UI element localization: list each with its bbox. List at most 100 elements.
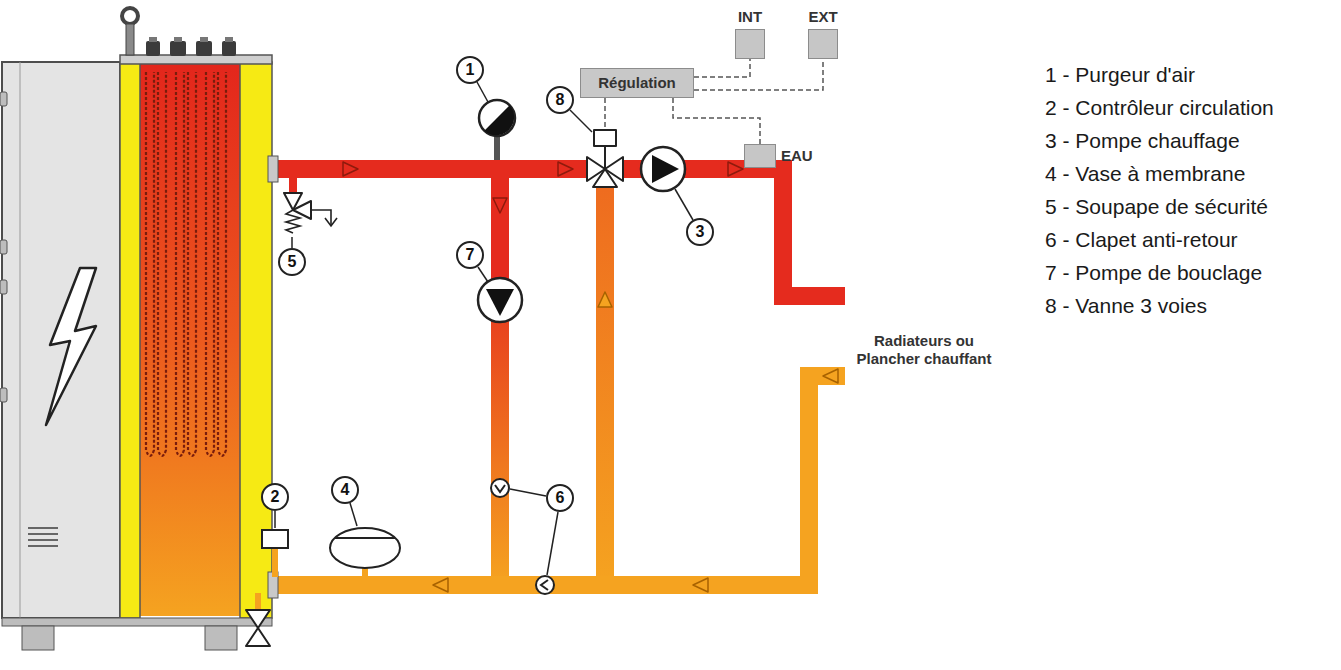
flow-arrow-part — [598, 292, 612, 307]
sensor-square — [808, 29, 838, 59]
safety-valve-part — [325, 218, 337, 226]
drain-valve-part — [246, 628, 270, 646]
air-vent-part — [494, 134, 500, 160]
check-valve-part — [541, 580, 548, 590]
boiler-cabinet-part — [0, 388, 7, 402]
callout-number: 2 — [261, 483, 289, 511]
sensor-square — [735, 29, 765, 59]
heating-pump — [641, 147, 685, 191]
boiler-cabinet-part — [28, 527, 58, 529]
three-way-valve-part — [593, 169, 617, 187]
expansion-vessel-part — [330, 528, 400, 568]
heating-pump-part — [652, 155, 679, 183]
callout-number: 1 — [456, 56, 484, 84]
safety-valve — [284, 178, 337, 233]
callout-number: 3 — [686, 218, 714, 246]
boiler-tank-part — [146, 72, 226, 456]
boiler-tank-part-part — [206, 72, 214, 456]
leader-line-part — [547, 512, 558, 575]
boiler-tank-part — [120, 62, 140, 618]
leader-line-part — [291, 237, 293, 248]
hot-pipe — [272, 160, 845, 585]
boiler-tank-part-part — [218, 72, 226, 456]
sensor-box: EAU — [744, 144, 813, 168]
boiler-tank-part-part — [158, 72, 166, 456]
boiler-cabinet-part — [20, 62, 21, 618]
flow-arrow-part — [693, 578, 708, 592]
parts-list-item: 4 - Vase à membrane — [1045, 161, 1245, 187]
check-valve — [491, 479, 554, 594]
boiler-tank-part — [126, 24, 134, 55]
hot-pipe-part — [774, 287, 845, 305]
leader-line-part — [510, 489, 546, 496]
flow-arrow-part — [728, 162, 743, 176]
callout-number: 5 — [278, 248, 306, 276]
leader-line — [275, 82, 693, 575]
safety-valve-part — [286, 210, 300, 233]
boiler-cabinet-part — [2, 62, 120, 618]
boiler-cabinet-part — [0, 240, 7, 254]
flow-controller-part — [262, 530, 288, 548]
check-valve-part — [495, 485, 505, 492]
leader-line-part — [274, 511, 276, 528]
air-vent-part — [484, 105, 514, 135]
callout-number: 6 — [546, 484, 574, 512]
boiler-tank-part — [225, 37, 233, 42]
boiler-cabinet-part — [46, 268, 96, 425]
boiler-tank-part-part — [146, 72, 154, 456]
parts-list-item: 3 - Pompe chauffage — [1045, 128, 1240, 154]
check-valve-part — [491, 479, 509, 497]
loop-pump-part — [478, 278, 522, 322]
flow-arrow-part — [433, 578, 448, 592]
flow-arrow — [433, 292, 838, 592]
node-text: EXT — [808, 8, 837, 26]
hot-pipe-part — [272, 160, 590, 178]
parts-list-item: 2 - Contrôleur circulation — [1045, 95, 1274, 121]
hot-pipe-part — [596, 183, 614, 585]
boiler-base-part — [2, 618, 272, 626]
leader-line-part — [570, 110, 592, 132]
loop-pump — [478, 278, 522, 322]
parts-list-item: 8 - Vanne 3 voies — [1045, 293, 1207, 319]
boiler-tank-part — [196, 41, 212, 56]
boiler-base — [2, 618, 272, 650]
heating-pump-part — [641, 147, 685, 191]
circuit-label: Radiateurs ou Plancher chauffant — [848, 332, 1000, 368]
boiler-tank-part — [120, 55, 272, 64]
air-vent — [479, 100, 515, 160]
three-way-valve-part — [604, 146, 606, 169]
boiler-tank-part — [170, 41, 186, 56]
boiler-cabinet-part — [28, 533, 58, 535]
air-vent-part — [479, 100, 515, 136]
boiler-cabinet-part — [0, 92, 7, 106]
leader-line-part — [478, 267, 488, 282]
control-wire — [604, 98, 606, 130]
leader-line-part — [350, 503, 357, 526]
callout-number: 4 — [331, 476, 359, 504]
expansion-vessel-part — [335, 537, 395, 539]
leader-line-part — [675, 189, 693, 220]
leader-line-part — [477, 82, 488, 102]
callout-number: 7 — [456, 241, 484, 269]
expansion-vessel — [330, 528, 400, 577]
parts-list-item: 7 - Pompe de bouclage — [1045, 260, 1262, 286]
boiler-tank-part — [149, 37, 157, 42]
boiler-tank-part — [222, 41, 236, 56]
safety-valve-part — [289, 178, 297, 193]
parts-list-item: 5 - Soupape de sécurité — [1045, 194, 1268, 220]
boiler-tank-part-part — [176, 72, 184, 456]
flow-arrow-part — [493, 198, 507, 213]
pipe-flange-part — [268, 156, 278, 182]
boiler-tank-part — [140, 64, 240, 616]
callout-number: 8 — [546, 86, 574, 114]
sensor-square — [744, 144, 776, 168]
boiler-cabinet-part — [28, 539, 58, 541]
boiler-tank-part — [122, 8, 138, 24]
parts-list-item: 1 - Purgeur d'air — [1045, 62, 1195, 88]
boiler-tank-part — [200, 37, 208, 42]
node-text: INT — [738, 8, 762, 26]
signal-wire — [673, 98, 760, 144]
flow-arrow-part — [823, 369, 838, 383]
